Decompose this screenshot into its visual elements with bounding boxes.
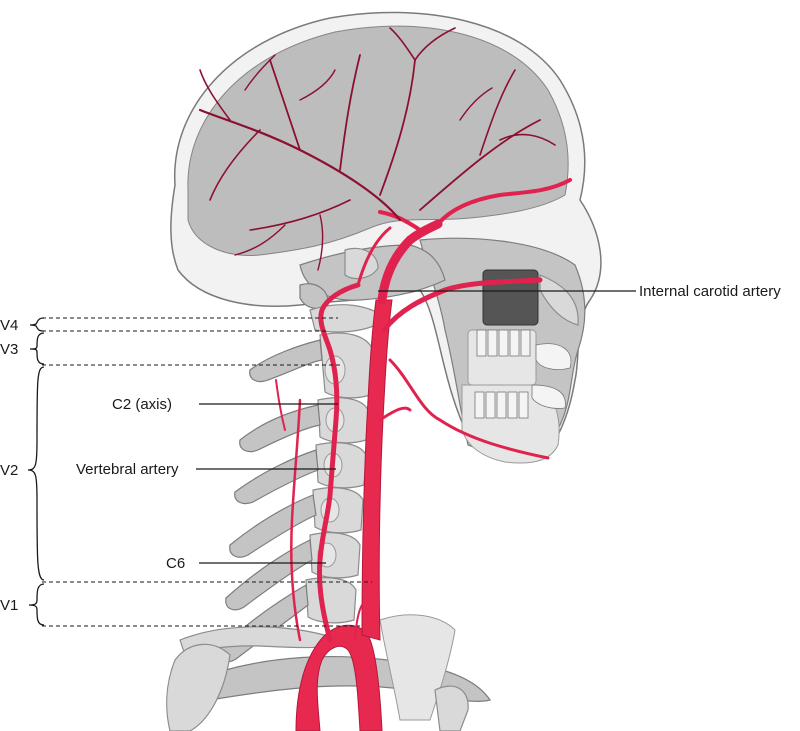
v4-brace bbox=[29, 317, 45, 332]
c2-axis-label: C2 (axis) bbox=[112, 396, 172, 413]
internal-carotid-artery bbox=[377, 219, 443, 305]
segment-label-v1: V1 bbox=[0, 597, 18, 614]
shoulder-girdle bbox=[166, 614, 491, 731]
segment-label-v2: V2 bbox=[0, 462, 18, 479]
upper-teeth bbox=[476, 329, 572, 370]
vertebral-artery-label: Vertebral artery bbox=[76, 461, 179, 478]
internal-carotid-label: Internal carotid artery bbox=[639, 283, 781, 300]
lower-teeth bbox=[474, 384, 566, 419]
skull bbox=[170, 11, 602, 464]
v2-brace bbox=[27, 366, 45, 581]
segment-braces bbox=[27, 317, 45, 626]
subclavian-artery bbox=[295, 624, 383, 731]
segment-label-v4: V4 bbox=[0, 317, 18, 334]
v1-brace bbox=[28, 583, 45, 626]
common-carotid-artery bbox=[361, 299, 393, 641]
arteries bbox=[198, 27, 572, 731]
segment-boundaries bbox=[42, 317, 372, 627]
v3-brace bbox=[29, 332, 45, 365]
scapula bbox=[166, 643, 231, 731]
cerebral-arteries bbox=[198, 27, 556, 271]
c6-label: C6 bbox=[166, 555, 185, 572]
vertebral-artery bbox=[317, 282, 361, 643]
segment-label-v3: V3 bbox=[0, 341, 18, 358]
